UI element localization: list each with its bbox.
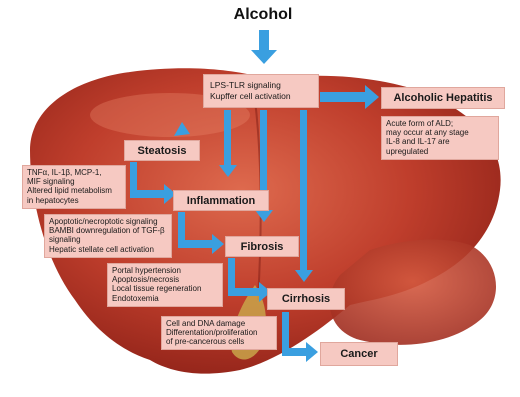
cirrhosis-note-line-2: Differentation/proliferation [166,328,272,337]
hepatitis-note-line-2: may occur at any stage [386,128,494,137]
cirrhosis-note-line-1: Cell and DNA damage [166,319,272,328]
steatosis-label: Steatosis [138,145,187,157]
steatosis-note-box: TNFα, IL-1β, MCP-1, MIF signaling Altere… [22,165,126,209]
cirrhosis-note-box: Cell and DNA damage Differentation/proli… [161,316,277,350]
fibrosis-note-line-3: Local tissue regeneration [112,284,218,293]
steatosis-note-line-4: in hepatocytes [27,196,121,205]
inflammation-box: Inflammation [173,190,269,211]
fibrosis-note-line-4: Endotoxemia [112,294,218,303]
steatosis-box: Steatosis [124,140,200,161]
inflammation-note-line-2: BAMBI downregulation of TGF-β [49,226,167,235]
cirrhosis-label: Cirrhosis [282,293,330,305]
inflammation-note-line-3: signaling [49,235,167,244]
fibrosis-label: Fibrosis [241,241,284,253]
hepatitis-note-line-3: IL-8 and IL-17 are [386,137,494,146]
inflammation-note-line-1: Apoptotic/necroptotic signaling [49,217,167,226]
lps-line-1: LPS-TLR signaling [210,80,312,91]
inflammation-label: Inflammation [187,195,255,207]
steatosis-note-line-1: TNFα, IL-1β, MCP-1, [27,168,121,177]
steatosis-note-line-3: Altered lipid metabolism [27,186,121,195]
arrow-alcohol-to-lps [251,30,277,64]
cirrhosis-box: Cirrhosis [267,288,345,310]
lps-line-2: Kupffer cell activation [210,91,312,102]
fibrosis-box: Fibrosis [225,236,299,257]
diagram-title: Alcohol [228,6,298,24]
hepatitis-note-line-4: upregulated [386,147,494,156]
inflammation-note-box: Apoptotic/necroptotic signaling BAMBI do… [44,214,172,258]
hepatitis-note-line-1: Acute form of ALD; [386,119,494,128]
fibrosis-note-line-1: Portal hypertension [112,266,218,275]
fibrosis-note-box: Portal hypertension Apoptosis/necrosis L… [107,263,223,307]
fibrosis-note-line-2: Apoptosis/necrosis [112,275,218,284]
hepatitis-note-box: Acute form of ALD; may occur at any stag… [381,116,499,160]
cancer-label: Cancer [340,348,377,360]
cancer-box: Cancer [320,342,398,366]
steatosis-note-line-2: MIF signaling [27,177,121,186]
lps-tlr-box: LPS-TLR signaling Kupffer cell activatio… [203,74,319,108]
alcoholic-hepatitis-box: Alcoholic Hepatitis [381,87,505,109]
inflammation-note-line-4: Hepatic stellate cell activation [49,245,167,254]
cirrhosis-note-line-3: of pre-cancerous cells [166,337,272,346]
alcoholic-hepatitis-label: Alcoholic Hepatitis [393,92,492,104]
